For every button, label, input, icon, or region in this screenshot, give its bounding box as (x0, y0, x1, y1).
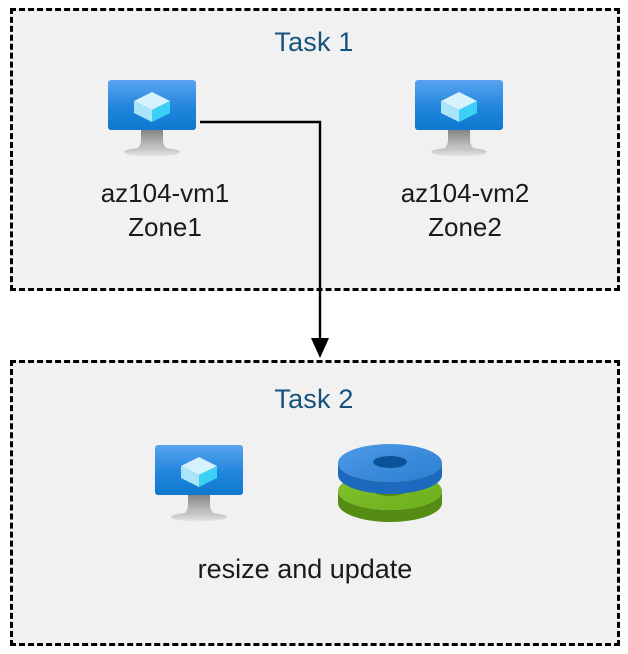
vm2-label: az104-vm2 Zone2 (400, 178, 530, 243)
azure-virtual-machine-icon (108, 80, 216, 158)
task-2-caption: resize and update (197, 554, 413, 584)
task-1-title: Task 1 (274, 27, 354, 57)
azure-virtual-machine-icon (415, 80, 523, 158)
azure-disks-icon (334, 443, 446, 523)
vm1-label: az104-vm1 Zone1 (100, 178, 230, 243)
azure-virtual-machine-icon (155, 445, 263, 523)
task-2-container (10, 360, 620, 646)
task-2-title: Task 2 (274, 384, 354, 414)
